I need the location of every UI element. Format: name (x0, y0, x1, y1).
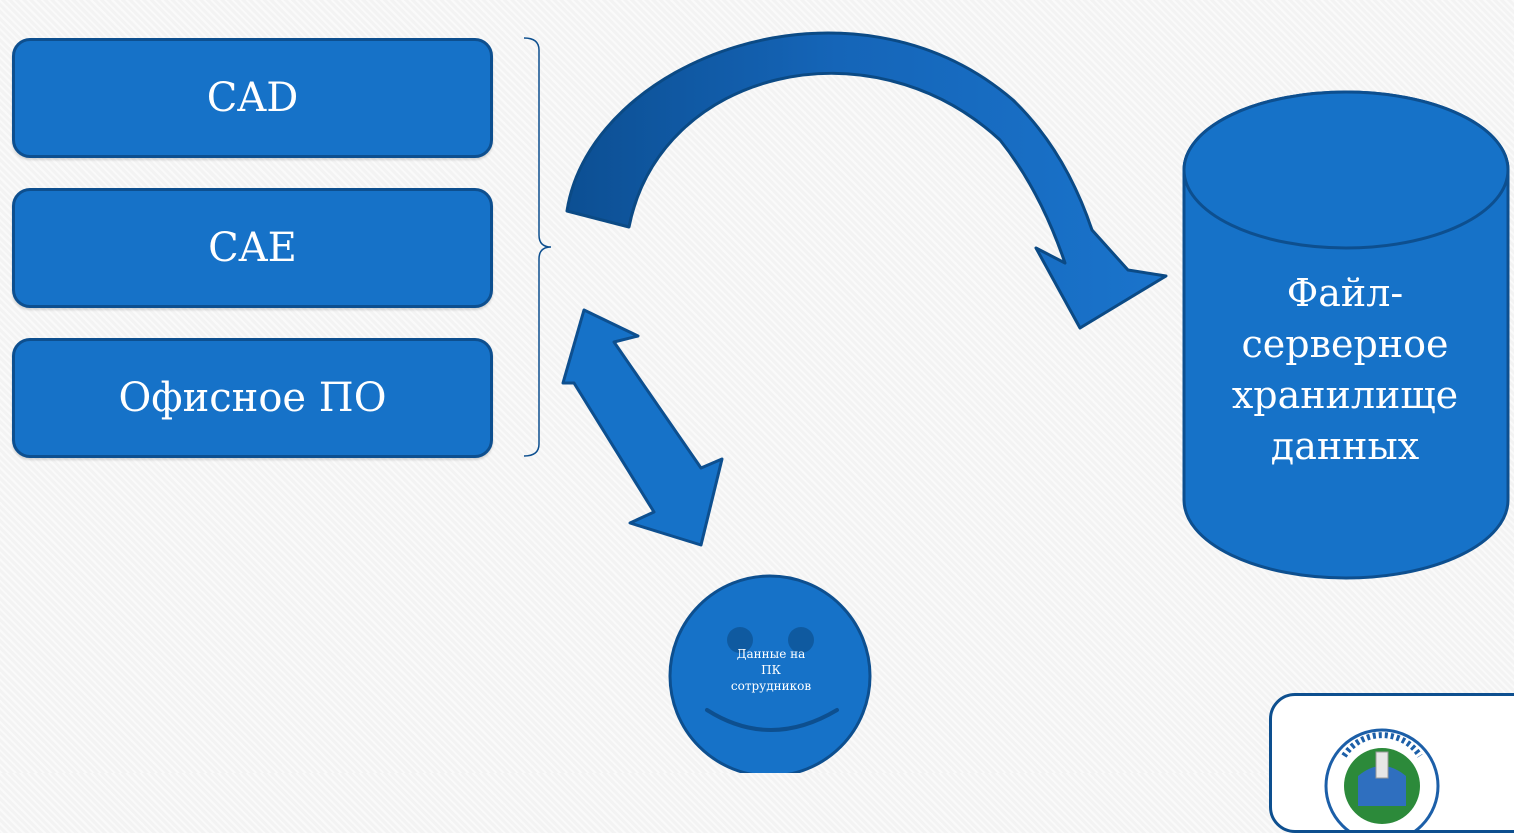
employee-smiley (668, 574, 872, 773)
employee-data-label-line: Данные на (736, 647, 806, 661)
smiley-left-eye (727, 627, 753, 653)
employee-data-label: Данные на ПК сотрудников (712, 646, 830, 694)
office-software-label: Офисное ПО (118, 375, 387, 421)
storage-label-line: хранилище (1231, 373, 1459, 417)
employee-data-label-line: ПК (761, 663, 781, 677)
storage-label: Файл- серверное хранилище данных (1184, 268, 1506, 472)
storage-cylinder (1182, 90, 1510, 580)
curved-arrow-to-storage (565, 31, 1168, 330)
storage-cylinder-top (1182, 90, 1510, 250)
storage-label-line: Файл- (1286, 271, 1404, 315)
smiley-face (668, 574, 872, 773)
university-logo-card (1269, 693, 1514, 833)
cae-box: CAE (12, 188, 493, 308)
cad-box: CAD (12, 38, 493, 158)
smiley-right-eye (788, 627, 814, 653)
cae-label: CAE (208, 225, 297, 271)
double-arrow-employee-data (561, 308, 724, 547)
group-bracket (523, 37, 552, 457)
diagram-canvas (523, 31, 1510, 773)
cad-label: CAD (206, 75, 299, 121)
employee-data-label-line: сотрудников (730, 679, 812, 693)
storage-label-line: серверное (1241, 322, 1449, 366)
smiley-mouth (705, 708, 839, 732)
office-software-box: Офисное ПО (12, 338, 493, 458)
storage-label-line: данных (1270, 424, 1420, 468)
university-seal-icon (1324, 728, 1440, 830)
